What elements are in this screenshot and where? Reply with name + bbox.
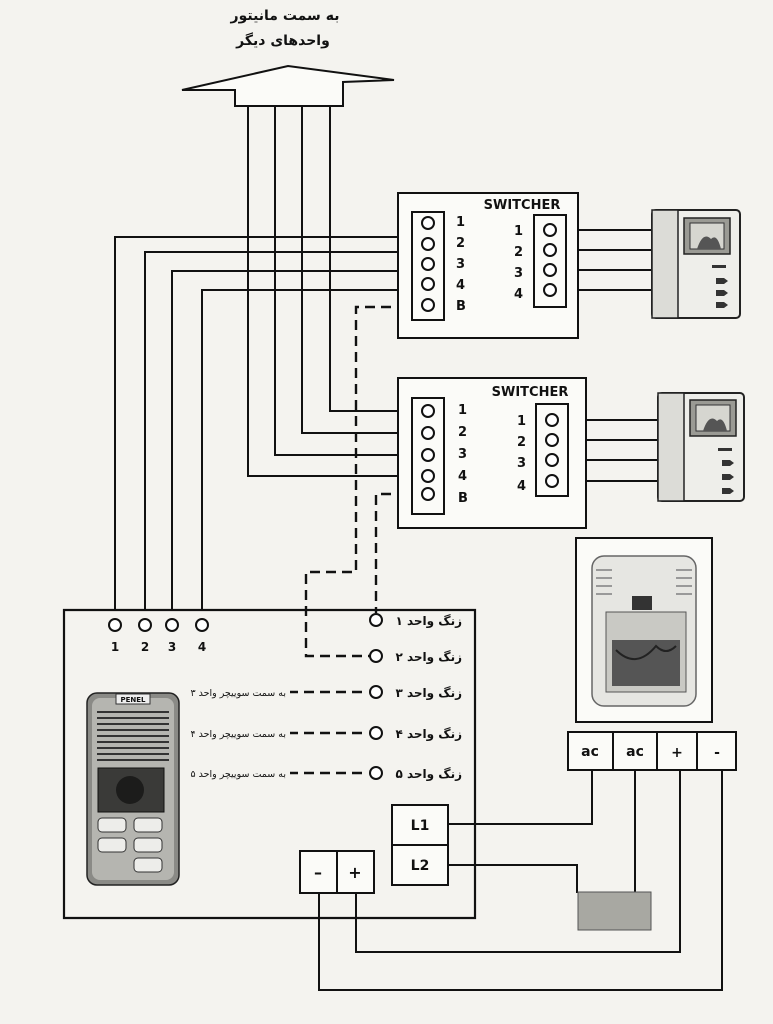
psu-terminal-ac-2: ac (626, 744, 644, 760)
door-station: PENEL (86, 692, 180, 886)
up-arrow-icon (181, 64, 395, 107)
dashed-wires (290, 305, 423, 775)
bell-label-3: زنگ واحد ۳ (395, 686, 462, 701)
bell-note-4: به سمت سوییچر واحد ۴ (190, 729, 286, 740)
switcher-bottom-right-2: 2 (517, 435, 526, 450)
switcher-top-left-1: 1 (456, 215, 465, 230)
bell-label-2: زنگ واحد ۲ (395, 650, 462, 665)
wires (114, 106, 723, 991)
dc-terminal-plus: + (348, 863, 361, 882)
bell-note-5: به سمت سوییچر واحد ۵ (190, 769, 286, 780)
switcher-bottom: SWITCHER 1 2 3 4 B 1 2 3 4 (397, 377, 587, 529)
switcher-top-left-4: 4 (456, 278, 465, 293)
switcher-bottom-title: SWITCHER (492, 385, 569, 400)
monitor-top (651, 209, 741, 319)
switcher-top-left-2: 2 (456, 236, 465, 251)
door-panel-box: 1 2 3 4 زنگ واحد ۱ زنگ واحد ۲ زنگ واحد ۳… (62, 608, 477, 920)
psu-terminal-minus: - (714, 745, 720, 761)
bell-note-3: به سمت سوییچر واحد ۳ (190, 688, 286, 699)
panel-terminal-4: 4 (198, 640, 206, 654)
power-supply: ac ac + - (567, 537, 737, 771)
switcher-top-title: SWITCHER (484, 198, 561, 213)
panel-terminal-1: 1 (111, 640, 119, 654)
door-station-brand: PENEL (120, 696, 146, 704)
header-line-1: به سمت مانیتور (230, 8, 340, 24)
switcher-bottom-right-3: 3 (517, 456, 526, 471)
switcher-top-right-1: 1 (514, 224, 523, 239)
bell-label-5: زنگ واحد ۵ (395, 767, 462, 782)
dc-terminal-minus: – (314, 863, 322, 882)
switcher-bottom-left-4: 4 (458, 469, 467, 484)
door-lock (577, 891, 652, 931)
switcher-top-right-3: 3 (514, 266, 523, 281)
psu-terminal-ac-1: ac (581, 744, 599, 760)
panel-terminal-3: 3 (168, 640, 176, 654)
switcher-bottom-left-1: 1 (458, 403, 467, 418)
switcher-bottom-right-4: 4 (517, 479, 526, 494)
switcher-bottom-left-b: B (458, 491, 468, 506)
bell-label-1: زنگ واحد ۱ (395, 614, 462, 629)
bell-label-4: زنگ واحد ۴ (395, 727, 462, 742)
monitor-bottom (657, 392, 745, 502)
switcher-bottom-left-3: 3 (458, 447, 467, 462)
switcher-top-left-b: B (456, 299, 466, 314)
switcher-top-right-2: 2 (514, 245, 523, 260)
panel-terminal-2: 2 (141, 640, 149, 654)
lock-terminal-l1: L1 (411, 818, 430, 834)
lock-terminal-l2: L2 (411, 858, 430, 874)
switcher-top-right-4: 4 (514, 287, 523, 302)
switcher-bottom-left-2: 2 (458, 425, 467, 440)
switcher-bottom-right-1: 1 (517, 414, 526, 429)
header-line-2: واحدهای دیگر (235, 32, 330, 49)
switcher-top: SWITCHER 1 2 3 4 B 1 2 3 4 (397, 192, 579, 339)
psu-terminal-plus: + (671, 745, 683, 761)
switcher-top-left-3: 3 (456, 257, 465, 272)
